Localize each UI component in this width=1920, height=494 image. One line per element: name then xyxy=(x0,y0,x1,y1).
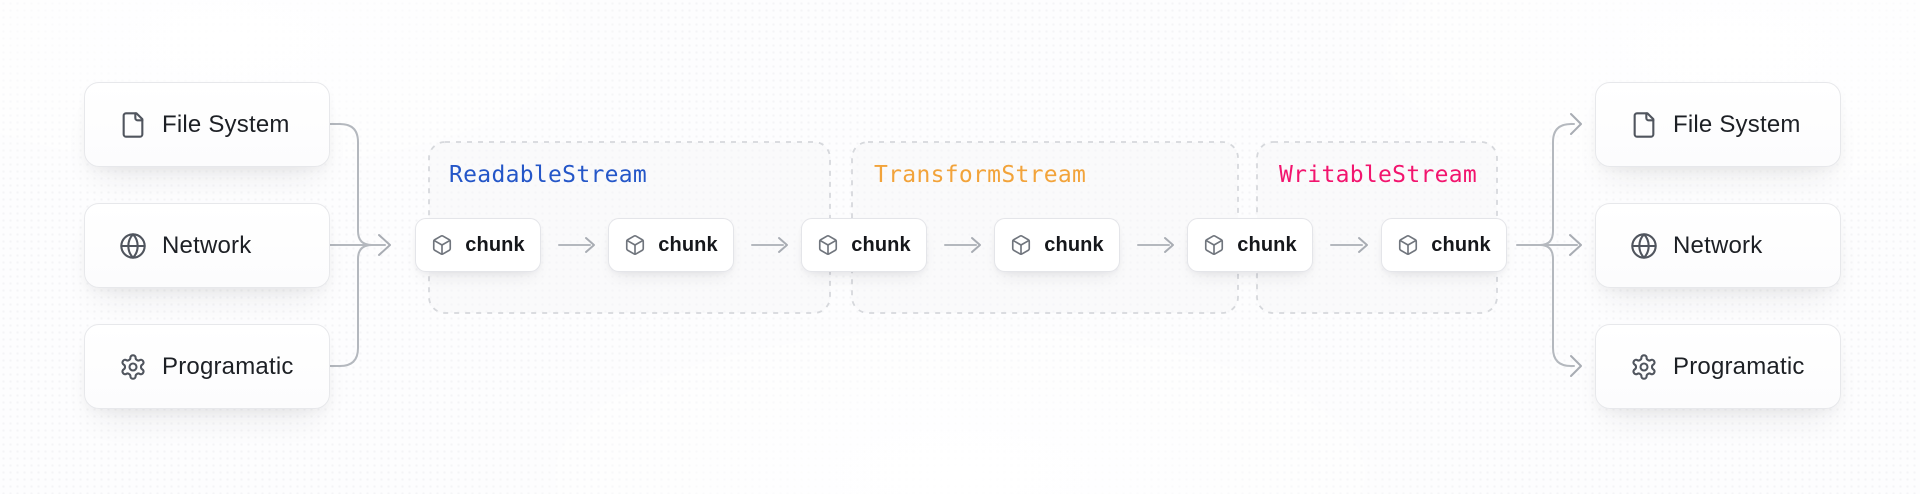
destination-card-label: File System xyxy=(1673,110,1801,138)
arrowhead-icon xyxy=(1164,237,1174,253)
merge-connector xyxy=(329,123,391,367)
source-card-label: Network xyxy=(162,231,252,259)
chunk-label: chunk xyxy=(1044,233,1104,256)
destination-card-programatic: Programatic xyxy=(1595,324,1841,409)
arrowhead-icon xyxy=(1570,113,1582,135)
gear-icon xyxy=(1632,353,1656,380)
cube-icon xyxy=(626,235,645,255)
destination-card-label: Programatic xyxy=(1673,352,1805,380)
arrowhead-icon xyxy=(778,237,788,253)
arrowhead-icon xyxy=(1569,234,1582,256)
arrowhead-icon xyxy=(1358,237,1368,253)
stream-title-transform: TransformStream xyxy=(874,162,1087,188)
chunk-box: chunk xyxy=(1187,218,1313,272)
globe-icon xyxy=(1631,232,1657,259)
cube-icon xyxy=(819,235,838,255)
chunk-label: chunk xyxy=(658,233,718,256)
chunk-box: chunk xyxy=(1381,218,1507,272)
chunk-label: chunk xyxy=(1237,233,1297,256)
split-connector xyxy=(1516,113,1582,377)
cube-icon xyxy=(433,235,452,255)
file-icon xyxy=(122,111,144,138)
source-card-network: Network xyxy=(84,203,330,288)
source-card-label: File System xyxy=(162,110,290,138)
destination-card-label: Network xyxy=(1673,231,1763,259)
source-card-programatic: Programatic xyxy=(84,324,330,409)
stream-title-writable: WritableStream xyxy=(1279,162,1478,188)
gear-icon xyxy=(121,353,145,380)
chunk-box: chunk xyxy=(801,218,927,272)
arrowhead-icon xyxy=(1570,355,1582,377)
chunk-box: chunk xyxy=(608,218,734,272)
arrowhead-icon xyxy=(585,237,595,253)
destination-card-file-system: File System xyxy=(1595,82,1841,167)
cube-icon xyxy=(1399,235,1418,255)
file-icon xyxy=(1633,111,1655,138)
stream-title-readable: ReadableStream xyxy=(449,162,648,188)
globe-icon xyxy=(120,232,146,259)
chunk-label: chunk xyxy=(1431,233,1491,256)
chunk-box: chunk xyxy=(994,218,1120,272)
source-card-file-system: File System xyxy=(84,82,330,167)
arrowhead-icon xyxy=(971,237,981,253)
chunk-arrows xyxy=(558,237,1368,253)
chunk-label: chunk xyxy=(851,233,911,256)
arrowhead-icon xyxy=(378,234,391,256)
chunk-label: chunk xyxy=(465,233,525,256)
cube-icon xyxy=(1205,235,1224,255)
destination-card-network: Network xyxy=(1595,203,1841,288)
source-card-label: Programatic xyxy=(162,352,294,380)
chunk-box: chunk xyxy=(415,218,541,272)
cube-icon xyxy=(1012,235,1031,255)
